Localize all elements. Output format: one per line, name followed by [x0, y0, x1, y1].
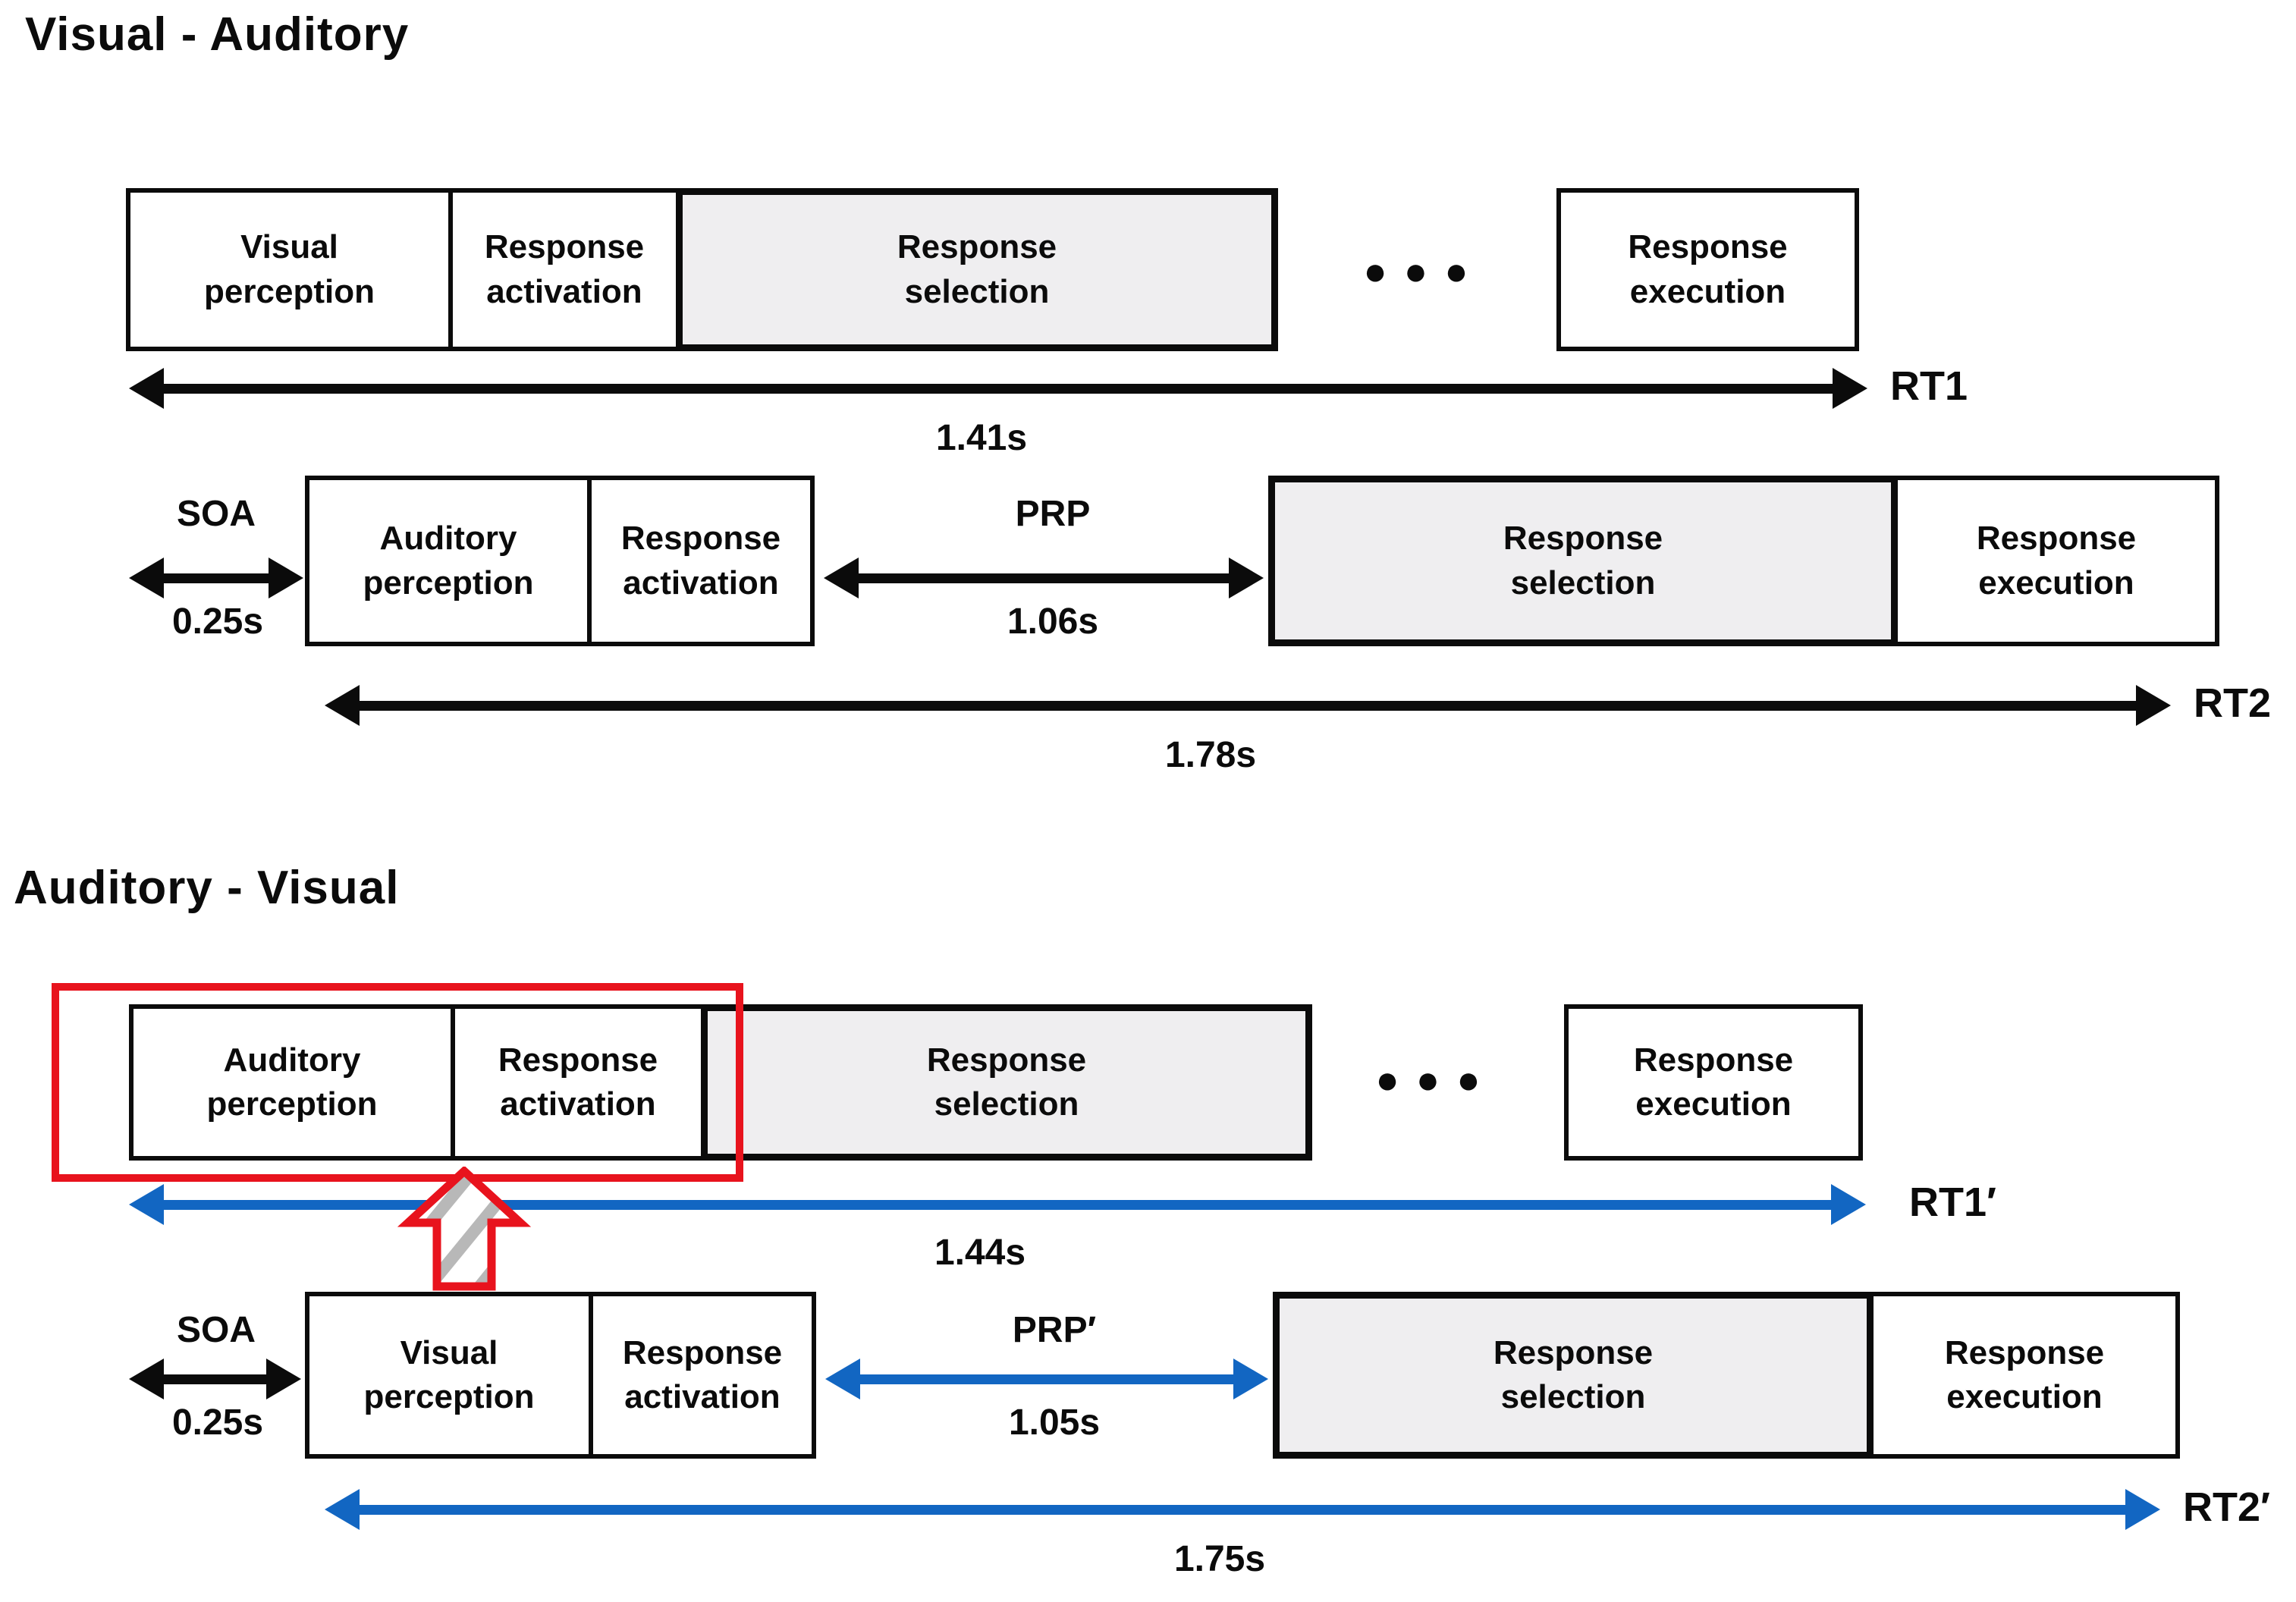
s1-rt2-label: RT2 [2194, 680, 2272, 726]
s1-soa-arrow [129, 557, 303, 599]
arrowhead-left-icon [129, 558, 164, 598]
arrow-shaft [164, 1374, 266, 1384]
s1-rt2-arrow [325, 684, 2171, 727]
arrowhead-right-icon [266, 1359, 301, 1399]
arrowhead-right-icon [1833, 368, 1867, 409]
arrow-shaft [360, 1504, 2125, 1515]
s2-task2-response-selection-box: Response selection [1273, 1292, 1874, 1459]
s1-rt1-arrow [129, 367, 1867, 410]
s1-rt1-time: 1.41s [935, 418, 1028, 458]
s2-rt1-label: RT1′ [1909, 1180, 1996, 1225]
s2-prp-time: 1.05s [1008, 1403, 1101, 1443]
arrowhead-left-icon [129, 1184, 164, 1225]
arrowhead-left-icon [129, 368, 164, 409]
arrowhead-left-icon [825, 1359, 860, 1399]
s2-task1-ellipsis-dots: ●●● [1375, 1058, 1497, 1102]
s1-task1-response-execution-box: Response execution [1556, 188, 1859, 351]
arrowhead-right-icon [1233, 1359, 1268, 1399]
arrow-shaft [859, 573, 1229, 583]
s2-soa-time: 0.25s [171, 1403, 264, 1443]
arrow-shaft [164, 1199, 1831, 1210]
arrow-shaft [860, 1374, 1233, 1384]
s1-task2-response-selection-box: Response selection [1268, 476, 1898, 646]
arrowhead-left-icon [824, 558, 859, 598]
section1-title: Visual - Auditory [25, 8, 410, 61]
arrow-shaft [164, 573, 269, 583]
s2-task1-response-execution-box: Response execution [1564, 1004, 1863, 1161]
arrowhead-right-icon [2136, 685, 2171, 726]
s1-task1-visual-perception-box: Visual perception [126, 188, 453, 351]
s2-soa-label: SOA [176, 1310, 256, 1350]
s1-task2-response-execution-box: Response execution [1893, 476, 2219, 646]
s1-task1-response-activation-box: Response activation [448, 188, 680, 351]
arrowhead-right-icon [2125, 1489, 2160, 1530]
bottleneck-up-arrow-icon [397, 1167, 532, 1291]
s1-task1-ellipsis-dots: ●●● [1363, 250, 1485, 294]
arrowhead-right-icon [1831, 1184, 1866, 1225]
s2-task2-response-execution-box: Response execution [1869, 1292, 2180, 1459]
s2-soa-arrow [129, 1358, 301, 1400]
arrow-shaft [164, 383, 1833, 394]
s1-soa-label: SOA [176, 494, 256, 534]
s1-soa-time: 0.25s [171, 602, 264, 642]
s2-rt1-arrow [129, 1183, 1866, 1226]
s2-rt2-arrow [325, 1488, 2160, 1531]
s2-task1-auditory-perception-box: Auditory perception [129, 1004, 455, 1161]
arrowhead-right-icon [1229, 558, 1264, 598]
arrowhead-right-icon [269, 558, 303, 598]
section2-title: Auditory - Visual [14, 862, 400, 914]
arrow-shaft [360, 700, 2136, 711]
s1-rt1-label: RT1 [1890, 363, 1968, 409]
s2-prp-label: PRP′ [1012, 1310, 1097, 1350]
s2-task2-response-activation-box: Response activation [589, 1292, 816, 1459]
s1-task2-response-activation-box: Response activation [587, 476, 815, 646]
arrowhead-left-icon [129, 1359, 164, 1399]
s2-task1-response-selection-box: Response selection [701, 1004, 1312, 1161]
s1-task1-response-selection-box: Response selection [676, 188, 1278, 351]
s2-rt1-time: 1.44s [934, 1233, 1026, 1273]
arrowhead-left-icon [325, 685, 360, 726]
s2-rt2-time: 1.75s [1173, 1539, 1266, 1579]
grouping-highlight-red-rect [52, 983, 743, 1182]
s2-task2-visual-perception-box: Visual perception [305, 1292, 593, 1459]
s2-prp-arrow [825, 1358, 1268, 1400]
s1-prp-arrow [824, 557, 1264, 599]
s1-task2-auditory-perception-box: Auditory perception [305, 476, 592, 646]
s1-prp-time: 1.06s [1007, 602, 1099, 642]
s2-rt2-label: RT2′ [2183, 1484, 2270, 1530]
s1-rt2-time: 1.78s [1164, 735, 1257, 775]
arrowhead-left-icon [325, 1489, 360, 1530]
s1-prp-label: PRP [1015, 494, 1091, 534]
